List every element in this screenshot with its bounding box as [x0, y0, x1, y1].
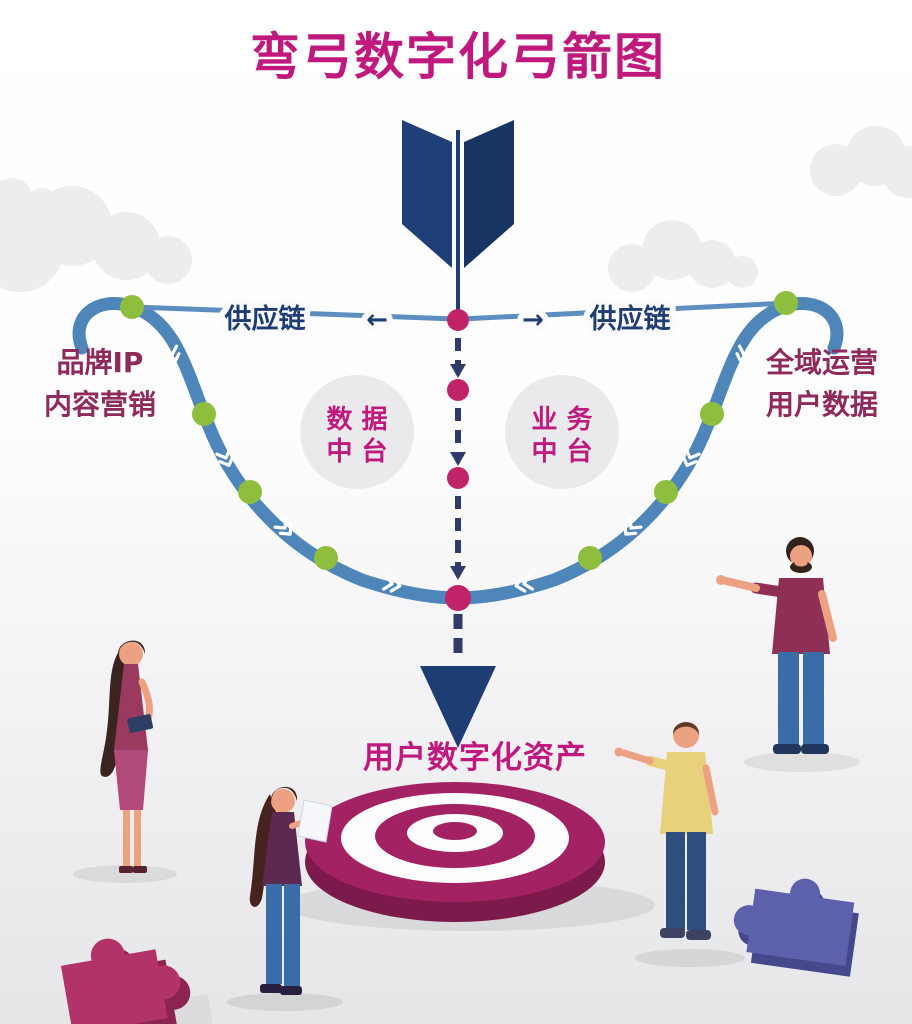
cloud-left-edge-icon — [0, 178, 58, 220]
target-bullseye-icon — [305, 782, 605, 922]
arrowhead-icon — [420, 666, 496, 748]
arrow-fletching-icon — [402, 120, 514, 314]
puzzle-piece-right-icon — [733, 878, 859, 977]
page-title: 弯弓数字化弓箭图 — [250, 28, 666, 86]
supply-chain-label-right: 供应链 — [589, 303, 671, 335]
left-note-line1: 品牌IP — [57, 346, 144, 379]
data-platform-line2: 中 台 — [326, 436, 387, 467]
bow-direction-chevrons — [161, 344, 755, 593]
right-note: 全域运营 用户数据 — [765, 346, 878, 421]
data-platform-line1: 数 据 — [326, 405, 387, 435]
person-woman-center — [227, 786, 343, 1011]
data-platform-circle: 数 据 中 台 — [300, 375, 414, 489]
puzzle-piece-left-icon — [60, 938, 191, 1024]
right-note-line1: 全域运营 — [765, 346, 878, 379]
cloud-right-edge-icon — [810, 126, 912, 198]
arrow-shaft-dashes — [450, 338, 466, 662]
arrow-left-icon: ← — [366, 305, 388, 335]
business-platform-circle: 业 务 中 台 — [505, 375, 619, 489]
business-platform-line1: 业 务 — [531, 405, 592, 435]
supply-chain-label-left: 供应链 — [224, 303, 306, 335]
left-note: 品牌IP 内容营销 — [44, 346, 156, 421]
bow-string — [133, 300, 789, 322]
right-note-line2: 用户数据 — [766, 388, 878, 421]
arrow-right-icon: → — [522, 305, 544, 335]
left-note-line2: 内容营销 — [44, 388, 156, 421]
business-platform-line2: 中 台 — [531, 436, 592, 467]
person-woman-left — [73, 640, 177, 883]
bow-node-dots-green — [120, 291, 798, 570]
person-man-right — [716, 537, 860, 772]
arrow-node-dots-magenta — [445, 309, 471, 611]
cloud-top-right-icon — [608, 220, 758, 292]
person-man-bottom-right — [614, 722, 745, 967]
target-label: 用户数字化资产 — [363, 740, 587, 776]
